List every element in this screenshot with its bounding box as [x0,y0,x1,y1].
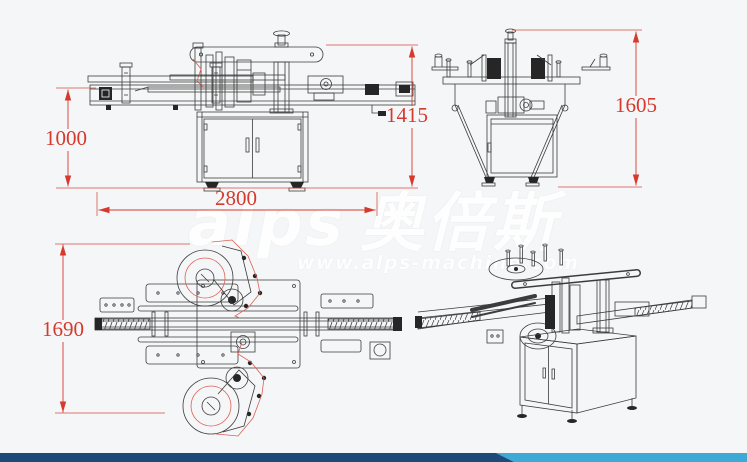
isometric-view-drawing [415,243,707,423]
dimension-label-overall-height-side: 1605 [615,93,657,117]
front-elevation-drawing [87,30,416,192]
brand-watermark: alps 奥倍斯 [188,192,558,256]
brand-watermark-latin: alps [188,187,346,261]
dimension-label-conveyor-height: 1000 [45,126,87,150]
dimension-label-overall-width-top: 1690 [42,317,84,341]
dimension-label-overall-height-front: 1415 [386,103,428,127]
top-plan-view-drawing [94,239,402,437]
footer-cyan-stripe [496,453,747,462]
side-elevation-drawing [431,28,611,187]
website-watermark: www.alps-machine.com [297,252,580,274]
dimension-label-overall-length: 2800 [215,186,257,210]
footer-brand-band [0,453,747,462]
footer-navy-stripe [0,453,514,462]
